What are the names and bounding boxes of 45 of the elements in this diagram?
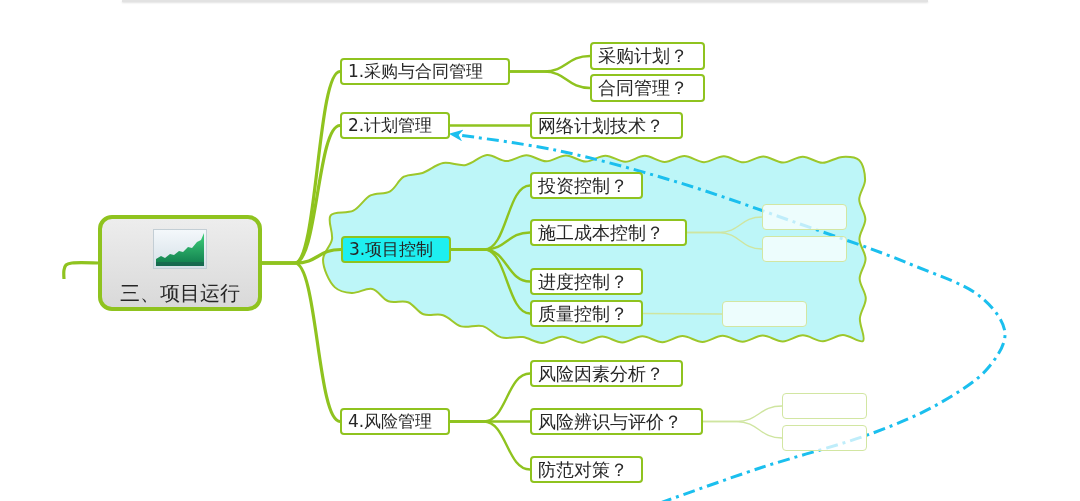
topic-label: 1.采购与合同管理 [348, 61, 484, 82]
connector-line [642, 312, 723, 315]
subtopic-box [590, 74, 705, 102]
topic-label: 采购计划？ [598, 45, 688, 67]
empty-topic-box [782, 393, 867, 419]
central-topic-box [98, 215, 262, 311]
subtopic-box [530, 219, 687, 246]
subtopic-box [530, 456, 643, 483]
empty-topic-box [722, 301, 807, 327]
subtopic-box [530, 112, 683, 139]
topic-label: 风险因素分析？ [538, 362, 664, 385]
subtopic-box [530, 360, 683, 387]
connector-line [62, 261, 99, 280]
subtopic-box [530, 172, 643, 199]
subtopic-box [590, 42, 705, 70]
empty-topic-box [762, 236, 847, 262]
topic-box [340, 112, 450, 139]
dashed-arrow [448, 129, 1007, 501]
topic-label: 网络计划技术？ [538, 114, 664, 137]
topic-label: 投资控制？ [538, 174, 628, 197]
topic-label: 防范对策？ [538, 458, 628, 481]
connector-line [450, 420, 531, 471]
connector-line [262, 261, 341, 423]
topic-label: 施工成本控制？ [538, 221, 664, 244]
topic-box [340, 58, 510, 85]
connector-line [451, 248, 531, 315]
topic-label: 4.风险管理 [348, 411, 433, 432]
connector-line [702, 420, 783, 439]
highlighted-topic-box [341, 236, 451, 263]
subtopic-box [530, 300, 643, 327]
topic-label: 合同管理？ [598, 77, 688, 99]
connector-line [686, 231, 763, 250]
empty-topic-box [782, 425, 867, 451]
topic-label: 进度控制？ [538, 270, 628, 293]
topic-label: 质量控制？ [538, 302, 628, 325]
connector-line [510, 70, 591, 90]
subtopic-box [530, 268, 643, 295]
topic-label: 3.项目控制 [349, 239, 434, 260]
topic-label: 风险辨识与评价？ [538, 410, 682, 433]
subtopic-box [530, 408, 703, 435]
topic-box [340, 408, 450, 435]
topic-label: 三、项目运行 [120, 281, 240, 305]
topic-label: 2.计划管理 [348, 115, 433, 136]
connector-line [450, 124, 530, 127]
empty-topic-box [762, 204, 847, 230]
